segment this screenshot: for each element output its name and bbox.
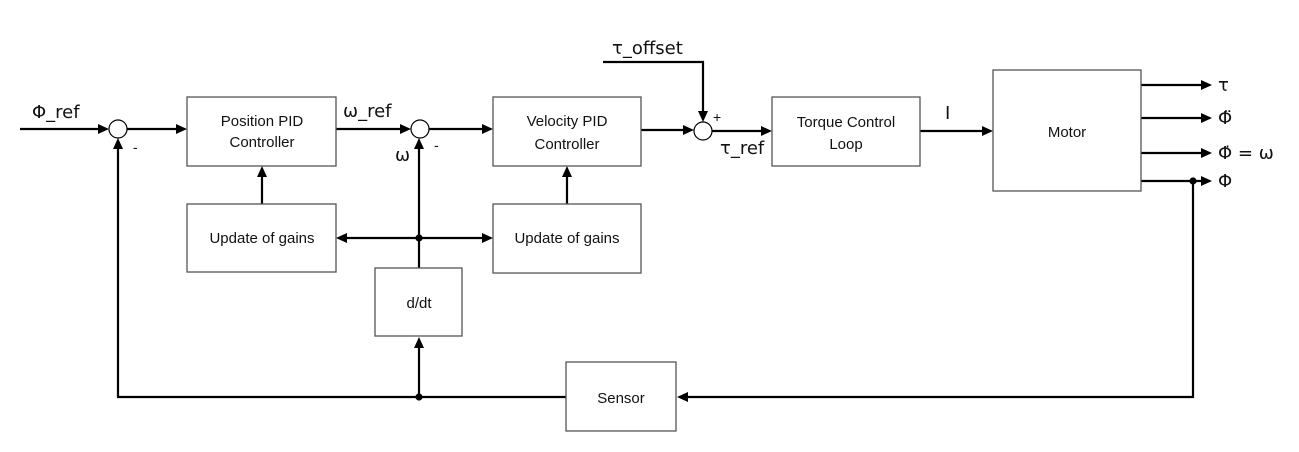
sign-sum2-feedback: - [434, 137, 439, 153]
velocity-pid-label-line2: Controller [534, 136, 599, 153]
wire-tau-offset [603, 60, 705, 114]
arrowhead [698, 111, 708, 122]
arrowhead [113, 138, 123, 149]
update-gains-right-label: Update of gains [514, 230, 619, 247]
arrowhead [257, 166, 267, 177]
output-tau: τ [1218, 75, 1229, 96]
update-gains-right-block[interactable]: Update of gains [492, 203, 642, 274]
arrowhead [98, 124, 109, 134]
arrowhead [482, 233, 493, 243]
arrowhead [1201, 113, 1212, 123]
signal-current: I [945, 103, 950, 124]
signal-phi-ref: Φ_ref [32, 102, 80, 123]
velocity-pid-label-line1: Velocity PID [527, 113, 608, 130]
arrowhead [761, 126, 772, 136]
arrowhead [1201, 148, 1212, 158]
output-phi-ddot: Φ̈ [1218, 108, 1232, 129]
arrowhead [482, 124, 493, 134]
summing-junction-position[interactable] [108, 119, 128, 139]
output-phi: Φ [1218, 171, 1232, 192]
signal-tau-ref: τ_ref [720, 138, 765, 159]
motor-block[interactable]: Motor [992, 69, 1142, 192]
torque-control-loop-block[interactable]: Torque Control Loop [771, 96, 921, 167]
position-pid-label-line2: Controller [229, 134, 294, 151]
update-gains-left-block[interactable]: Update of gains [186, 203, 337, 273]
branch-point-feedback [415, 393, 423, 401]
signal-omega: ω [395, 145, 410, 166]
branch-point-omega [415, 234, 423, 242]
arrowhead [982, 126, 993, 136]
position-pid-block[interactable]: Position PID Controller [186, 96, 337, 167]
output-phi-dot: Φ̇ = ω [1218, 143, 1274, 164]
wire-phi-feedback [686, 181, 1195, 399]
torque-loop-label-line2: Loop [829, 136, 862, 153]
derivative-label: d/dt [406, 295, 432, 312]
summing-junction-velocity[interactable] [410, 119, 430, 139]
arrowhead [1201, 176, 1212, 186]
update-gains-left-label: Update of gains [209, 230, 314, 247]
arrowhead [336, 233, 347, 243]
arrowhead [414, 138, 424, 149]
arrowhead [562, 166, 572, 177]
position-pid-label-line1: Position PID [221, 113, 304, 130]
arrowhead [176, 124, 187, 134]
arrowhead [400, 124, 411, 134]
signal-tau-offset: τ_offset [612, 38, 683, 59]
sensor-block[interactable]: Sensor [565, 361, 677, 432]
arrowhead [683, 125, 694, 135]
derivative-block[interactable]: d/dt [374, 267, 463, 337]
sensor-label: Sensor [597, 390, 645, 407]
torque-loop-label-line1: Torque Control [797, 114, 895, 131]
sign-sum1-feedback: - [133, 139, 138, 155]
velocity-pid-block[interactable]: Velocity PID Controller [492, 96, 642, 167]
arrowhead [1201, 80, 1212, 90]
motor-label: Motor [1048, 124, 1086, 141]
branch-point-phi [1189, 177, 1197, 185]
signal-omega-ref: ω_ref [343, 101, 392, 122]
summing-junction-torque[interactable] [693, 121, 713, 141]
sign-sum3-offset: + [713, 109, 721, 125]
arrowhead [414, 337, 424, 348]
arrowhead [677, 392, 688, 402]
arrowheads [98, 80, 1212, 402]
